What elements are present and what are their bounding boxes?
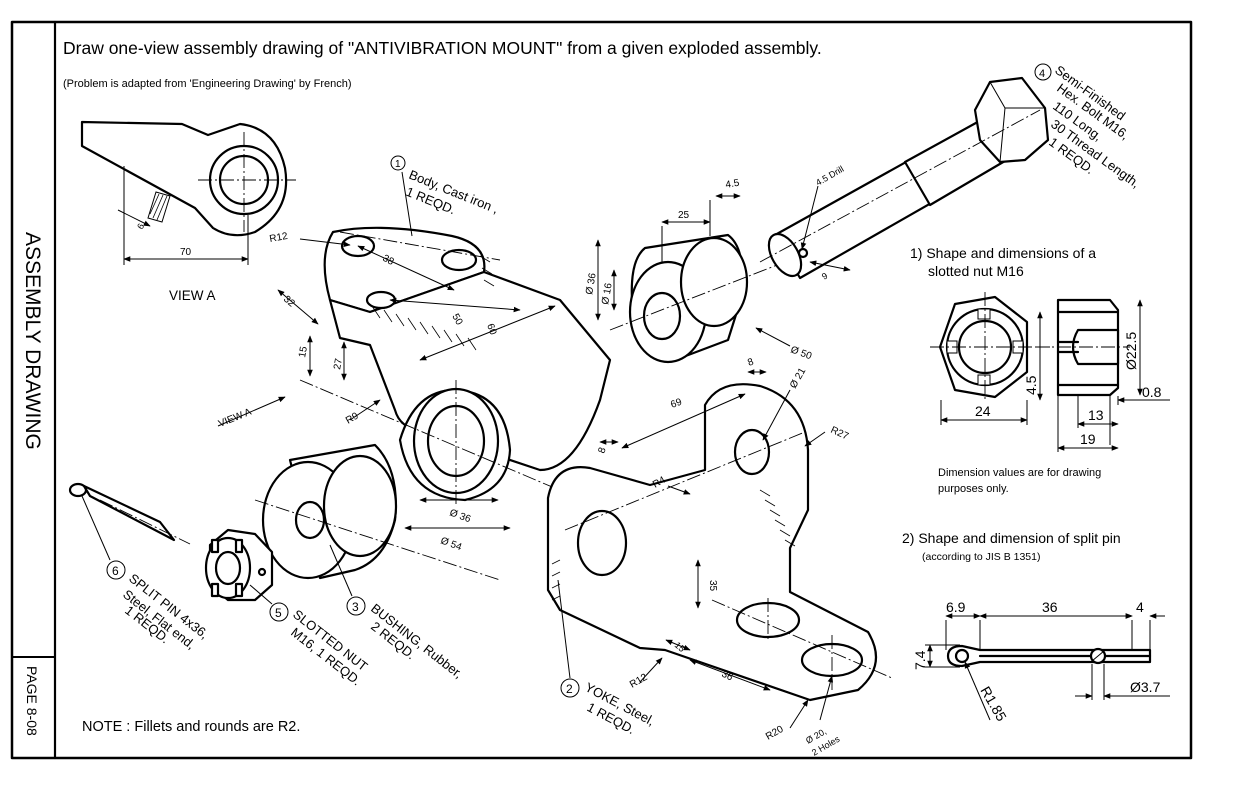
bushing-dim-d50: Ø 50 [789, 344, 814, 362]
body-dim-27: 27 [332, 357, 345, 370]
bushing-lower [254, 443, 501, 581]
callout-part-1: 1 Body, Cast iron , 1 REQD. [390, 155, 501, 237]
nut-note-1: Dimension values are for drawing [938, 467, 1101, 479]
nut-detail-panel: 1) Shape and dimensions of a slotted nut… [910, 245, 1170, 495]
frame: ASSEMBLY DRAWING PAGE 8-08 [10, 20, 1193, 760]
pin-dim-7-4: 7.4 [912, 650, 928, 670]
yoke-dim-35: 35 [707, 580, 718, 592]
yoke-dim-69: 69 [669, 397, 684, 411]
page-title: Draw one-view assembly drawing of "ANTIV… [63, 38, 822, 58]
body-dim-r12: R12 [269, 231, 289, 245]
fillet-note: NOTE : Fillets and rounds are R2. [82, 719, 300, 735]
pin-dim-d3-7: Ø3.7 [1130, 679, 1161, 695]
body-dim-60: 60 [484, 322, 498, 337]
pin-dim-4: 4 [1136, 599, 1144, 615]
yoke-dim-r27: R27 [829, 425, 851, 443]
body-dim-r9: R9 [344, 410, 361, 426]
slotted-nut [204, 528, 274, 602]
view-a-dim-6: 6 [135, 222, 146, 231]
svg-text:3: 3 [352, 600, 359, 614]
nut-dim-0-8: 0.8 [1142, 384, 1162, 400]
view-a-hatch [147, 191, 171, 223]
nut-dim-19: 19 [1080, 431, 1096, 447]
body-dim-d36: Ø 36 [448, 507, 473, 525]
page-subtitle: (Problem is adapted from 'Engineering Dr… [63, 78, 352, 90]
pin-dim-6-9: 6.9 [946, 599, 966, 615]
svg-text:4: 4 [1039, 68, 1045, 80]
pin-dim-36: 36 [1042, 599, 1058, 615]
nut-dim-24: 24 [975, 403, 991, 419]
bushing-dim-25: 25 [678, 210, 690, 221]
yoke-dim-d21: Ø 21 [788, 366, 809, 391]
yoke-dim-36: 36 [720, 669, 735, 684]
split-pin [68, 482, 191, 545]
body-dim-38: 38 [381, 253, 396, 268]
side-title: ASSEMBLY DRAWING [21, 232, 44, 450]
bushing-dim-d36: Ø 36 [584, 272, 599, 296]
bolt-dim-9: 9 [820, 271, 829, 282]
svg-text:5: 5 [275, 606, 282, 620]
yoke-dim-15: 15 [673, 640, 687, 654]
body-dim-15: 15 [297, 345, 310, 358]
nut-dim-d22-5: Ø22.5 [1123, 332, 1139, 370]
view-a-detail: 70 6 VIEW A [80, 120, 296, 303]
view-a-label: VIEW A [169, 288, 216, 303]
nut-heading-1: 1) Shape and dimensions of a [910, 245, 1096, 261]
body-part [299, 226, 631, 521]
bushing-dim-4-5: 4.5 [725, 178, 741, 191]
bushing-dim-d16: Ø 16 [600, 282, 615, 306]
yoke-dim-8b: 8 [746, 356, 755, 368]
view-a-arrow-label: VIEW A [217, 407, 253, 430]
pin-heading: 2) Shape and dimension of split pin [902, 530, 1121, 546]
svg-text:6: 6 [112, 564, 119, 578]
body-dim-d54: Ø 54 [439, 535, 464, 553]
svg-text:1: 1 [395, 159, 401, 170]
yoke-dim-8a: 8 [596, 446, 608, 455]
nut-heading-2: slotted nut M16 [928, 263, 1024, 279]
body-dim-32: 32 [281, 294, 297, 310]
page-label: PAGE 8-08 [24, 666, 40, 736]
nut-dim-13: 13 [1088, 407, 1104, 423]
bolt-dim-drill: 4.5 Drill [814, 164, 845, 188]
yoke-part [546, 383, 893, 702]
pin-sub: (according to JIS B 1351) [922, 551, 1040, 563]
bushing-upper: 25 4.5 Ø 36 Ø 16 Ø 50 [584, 178, 814, 364]
pin-dim-r1-85: R1.85 [977, 684, 1010, 725]
svg-text:2: 2 [566, 682, 573, 696]
view-a-dim-70: 70 [180, 247, 192, 258]
pin-detail-panel: 2) Shape and dimension of split pin (acc… [902, 530, 1170, 724]
yoke-shading [551, 489, 796, 601]
nut-dim-4-5: 4.5 [1023, 375, 1039, 395]
yoke-dim-r20: R20 [764, 724, 786, 743]
callout-part-4: 4 Semi-Finished Hex. Bolt M16, 110 Long,… [1034, 62, 1143, 191]
nut-note-2: purposes only. [938, 483, 1009, 495]
